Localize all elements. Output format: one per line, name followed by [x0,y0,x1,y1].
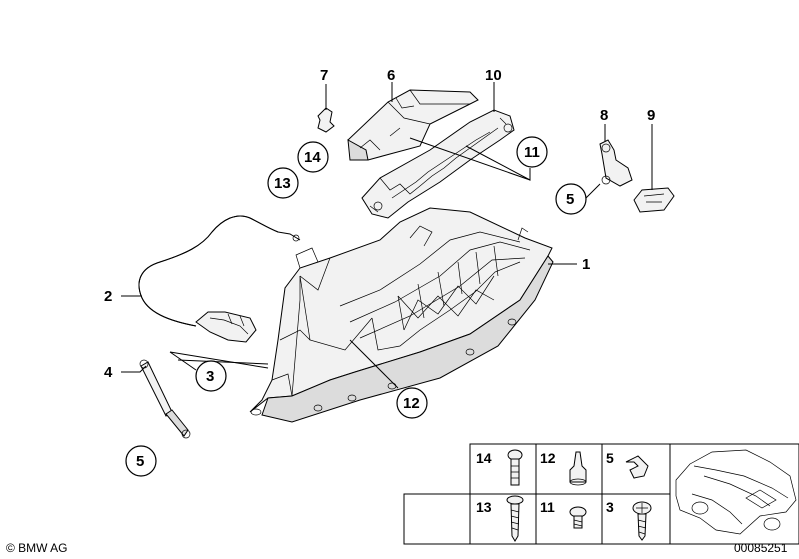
fastener-legend: 14 12 5 13 11 3 [403,443,799,545]
callout-12: 12 [403,395,420,412]
legend-num-12: 12 [540,450,556,466]
latch-bracket [633,187,675,213]
copyright-text: © BMW AG [6,541,68,555]
callout-9: 9 [647,107,655,124]
legend-num-14: 14 [476,450,492,466]
callout-6: 6 [387,67,395,84]
callout-10: 10 [485,67,502,84]
grommet-icon [569,451,587,486]
legend-num-13: 13 [476,499,492,515]
callout-11: 11 [524,144,540,161]
callout-3: 3 [206,368,214,385]
callout-14: 14 [304,149,321,166]
callout-5-lower: 5 [136,453,144,470]
hinge-link [599,139,633,187]
gas-strut [139,359,191,439]
callout-2: 2 [104,288,112,305]
screw-icon [506,495,524,542]
callout-labels: 1 2 4 7 6 10 8 9 3 5 5 14 13 11 12 [104,67,655,477]
glove-box-housing [249,207,554,423]
bolt-icon [507,449,523,486]
callout-5-upper: 5 [566,191,574,208]
legend-num-3: 3 [606,499,614,515]
bracket-rail [361,109,515,219]
callout-13: 13 [274,175,291,192]
callout-8: 8 [600,107,608,124]
car-silhouette-icon [675,449,797,535]
small-clip [317,107,335,133]
legend-num-5: 5 [606,450,614,466]
leader-lines [121,82,653,389]
image-number: 00085251 [734,541,788,555]
clip-icon [625,455,649,479]
cover-panel [347,89,479,161]
callout-4: 4 [104,364,113,381]
legend-num-11: 11 [540,499,555,515]
callout-7: 7 [320,67,328,84]
callout-1: 1 [582,256,590,273]
short-screw-icon [569,506,587,529]
release-cable [138,215,301,343]
pan-head-screw-icon [632,501,652,541]
